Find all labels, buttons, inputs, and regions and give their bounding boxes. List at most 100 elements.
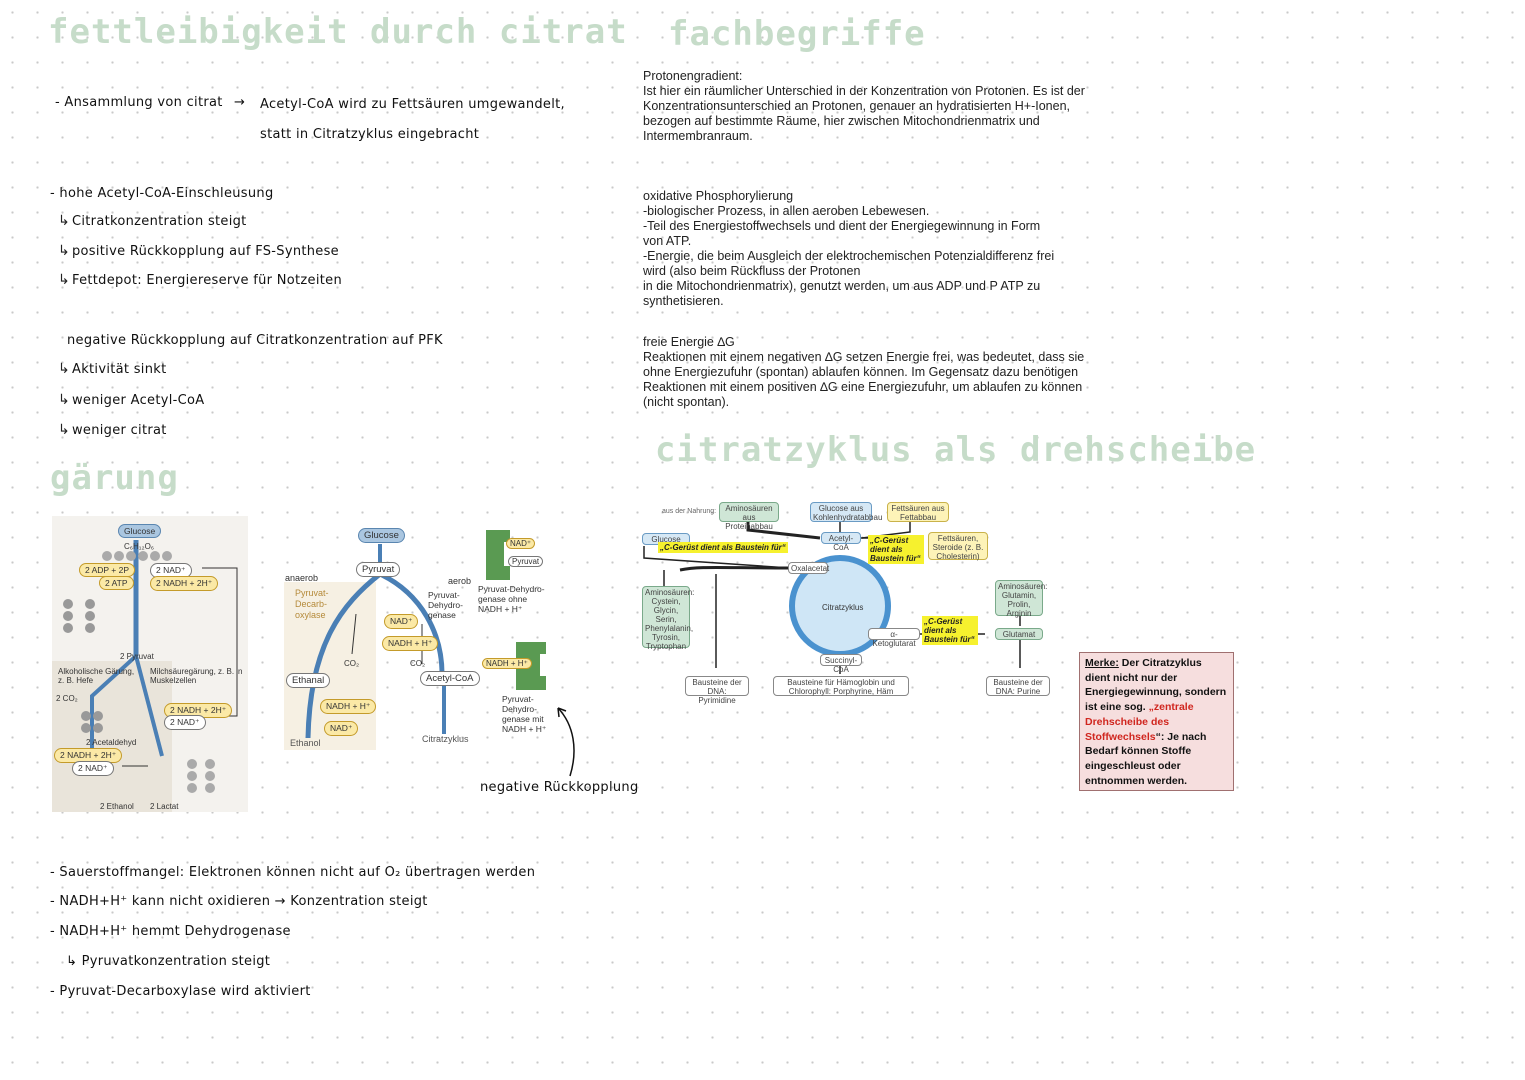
nad2-label: 2 NAD⁺: [164, 715, 206, 730]
block2-item-2: ↳positive Rückkopplung auf FS-Synthese: [58, 243, 339, 259]
block1-line1-left: - Ansammlung von citrat: [55, 95, 223, 110]
enzyme1-pyruvat: Pyruvat: [508, 556, 544, 567]
energie-block: freie Energie ∆G Reaktionen mit einem ne…: [643, 335, 1084, 410]
protonen-line: bezogen auf bestimmte Räume, hier zwisch…: [643, 114, 1040, 128]
acetyl-box: Acetyl-CoA: [821, 532, 861, 552]
ethanal-pill: Ethanal: [286, 673, 331, 688]
pyruvat-pill: Pyruvat: [356, 562, 401, 577]
amino-left-box: Aminosäuren: Cystein, Glycin, Serin, Phe…: [642, 586, 694, 651]
aerob-label: aerob: [448, 576, 472, 586]
enzyme-with-nadh: NADH + H⁺: [482, 640, 552, 694]
oxphos-line: wird (also beim Rückfluss der Protonen: [643, 264, 861, 278]
formula-label: C₆H₁₂O₆: [124, 542, 155, 551]
citratzyklus-label: Citratzyklus: [422, 734, 469, 744]
enzyme1-label: Pyruvat-Dehydro-genase ohne NADH + H⁺: [478, 584, 545, 614]
oxphos-line: von ATP.: [643, 234, 692, 248]
block3-item-1: ↳Aktivität sinkt: [58, 361, 167, 377]
protonen-line: Intermembranraum.: [643, 129, 753, 143]
oxphos-head: oxidative Phosphorylierung: [643, 189, 794, 203]
glucose-label: Glucose: [118, 524, 162, 538]
fermentation-arrows: [52, 540, 238, 812]
block1-line1-right: Acetyl-CoA wird zu Fettsäuren umgewandel…: [260, 97, 565, 112]
hook-arrow-icon: ↳: [58, 243, 71, 259]
title-fettleibigkeit: fettleibigkeit durch citrat: [48, 12, 628, 52]
pyruvat-arrows: [284, 544, 446, 750]
hook-arrow-icon: ↳: [58, 272, 71, 288]
milch-label: Milchsäuregärung, z. B. in Muskelzellen: [150, 667, 243, 685]
oxphos-line: -biologischer Prozess, in allen aeroben …: [643, 204, 930, 218]
block3-item-2: ↳weniger Acetyl-CoA: [58, 392, 205, 408]
c-geruest-tag-3: „C-Gerüst dient als Baustein für“: [922, 616, 978, 645]
energie-line: Reaktionen mit einem positiven ∆G eine E…: [643, 380, 1083, 394]
oxphos-line: synthetisieren.: [643, 294, 724, 308]
merke-box: Merke: Der Citratzyklus dient nicht nur …: [1079, 652, 1234, 791]
oxphos-line: in die Mitochondrienmatrix), genutzt wer…: [643, 279, 1041, 293]
alk-label: Alkoholische Gärung, z. B. Hefe: [58, 667, 135, 685]
enzyme-shape-icon: [486, 530, 510, 580]
merke-text-2: “: Je nach Bedarf können Stoffe eingesch…: [1085, 730, 1207, 787]
atp-label: 2 ATP: [99, 576, 134, 590]
nad3-label: 2 NAD⁺: [72, 761, 114, 776]
hook-arrow-icon: ↳: [58, 213, 71, 229]
acetyl-pill: Acetyl-CoA: [420, 671, 480, 686]
steroide-box: Fettsäuren, Steroide (z. B. Cholesterin): [928, 532, 988, 561]
protonen-line: Ist hier ein räumlicher Unterschied in d…: [643, 84, 1085, 98]
anaerob-label: anaerob: [285, 573, 319, 583]
energie-line: (nicht spontan).: [643, 395, 730, 409]
succinyl-box: Succinyl-CoA: [820, 654, 862, 674]
block2-item-3: ↳Fettdepot: Energiereserve für Notzeiten: [58, 272, 342, 288]
amino-prot-box: Aminosäuren aus Proteinabbau: [719, 502, 779, 531]
hook-arrow-icon: ↳: [58, 361, 71, 377]
amino-right-box: Aminosäuren: Glutamin, Prolin, Arginin: [995, 580, 1047, 618]
block3-item-3: ↳weniger citrat: [58, 422, 167, 438]
oxphos-line: -Energie, die beim Ausgleich der elektro…: [643, 249, 1055, 263]
nad-pill: NAD⁺: [384, 614, 419, 629]
enzyme2-nadh: NADH + H⁺: [482, 658, 532, 669]
fett-box: Fettsäuren aus Fettabbau: [887, 502, 949, 522]
pyruvat-diagram: Glucose Pyruvat anaerob aerob Pyruvat-De…: [282, 524, 482, 752]
protonen-head: Protonengradient:: [643, 69, 743, 83]
decarb-label: Pyruvat-Decarb-oxylase: [295, 588, 329, 620]
enzyme2-label: Pyruvat-Dehydro-genase mit NADH + H⁺: [502, 694, 547, 734]
title-drehscheibe: citratzyklus als drehscheibe: [655, 430, 1257, 470]
block3-head: negative Rückkopplung auf Citratkonzentr…: [67, 333, 443, 348]
purine-box: Bausteine der DNA: Purine: [986, 676, 1050, 696]
lactat-label: 2 Lactat: [150, 802, 179, 811]
pyrimidine-box: Bausteine der DNA: Pyrimidine: [685, 676, 749, 705]
merke-label: Merke:: [1085, 657, 1119, 669]
adp-label: 2 ADP + 2P: [79, 563, 136, 577]
feedback-arrow-icon: [557, 707, 575, 777]
glucose-pill: Glucose: [358, 528, 405, 543]
block1-line2: statt in Citratzyklus eingebracht: [260, 127, 480, 142]
merke-red-text: „zentrale Drehscheibe des Stoffwechsels: [1085, 701, 1194, 743]
protonengradient-block: Protonengradient: Ist hier ein räumliche…: [643, 69, 1085, 144]
energie-line: Reaktionen mit einem negativen ∆G setzen…: [643, 350, 1085, 364]
bottom-line-5: - Pyruvat-Decarboxylase wird aktiviert: [50, 984, 311, 999]
dehydro-label: Pyruvat-Dehydro-genase: [428, 590, 463, 620]
block2-item-1: ↳Citratkonzentration steigt: [58, 213, 247, 229]
glutamat-box: Glutamat: [995, 628, 1043, 640]
co2a-label: CO₂: [344, 659, 360, 668]
ethanol-label: Ethanol: [290, 738, 321, 748]
nadh-pill: NADH + H⁺: [382, 636, 439, 651]
hook-arrow-icon: ↳: [58, 422, 71, 438]
co2b-label: CO₂: [410, 659, 426, 668]
oxphos-block: oxidative Phosphorylierung -biologischer…: [643, 189, 1054, 309]
citrat-arrows: [643, 518, 1021, 674]
nadh2-pill: NADH + H⁺: [320, 699, 377, 714]
protonen-line: Konzentrationsunterschied an Protonen, g…: [643, 99, 1071, 113]
citrat-diagram: aus der Nahrung: Aminosäuren aus Protein…: [640, 498, 1060, 705]
ethanol-label: 2 Ethanol: [100, 802, 134, 811]
nahrung-label: aus der Nahrung:: [662, 508, 717, 515]
merke-text-1: Der Citratzyklus dient nicht nur der Ene…: [1085, 657, 1227, 714]
energie-line: ohne Energiezufuhr (spontan) ablaufen kö…: [643, 365, 1079, 379]
nadh1-label: 2 NADH + 2H⁺: [150, 576, 219, 591]
bottom-line-4: ↳ Pyruvatkonzentration steigt: [66, 954, 271, 969]
arrow-right-icon: →: [234, 95, 246, 110]
enzyme-without-nadh: NAD⁺ Pyruvat: [482, 528, 552, 614]
ketoglutarat-box: α-Ketoglutarat: [868, 628, 920, 648]
c-geruest-tag-2: „C-Gerüst dient als Baustein für“: [868, 535, 924, 564]
glucose-kh-box: Glucose aus Kohlenhydratabbau: [810, 502, 882, 522]
hook-arrow-icon: ↳: [58, 392, 71, 408]
oxphos-line: -Teil des Energiestoffwechsels und dient…: [643, 219, 1041, 233]
